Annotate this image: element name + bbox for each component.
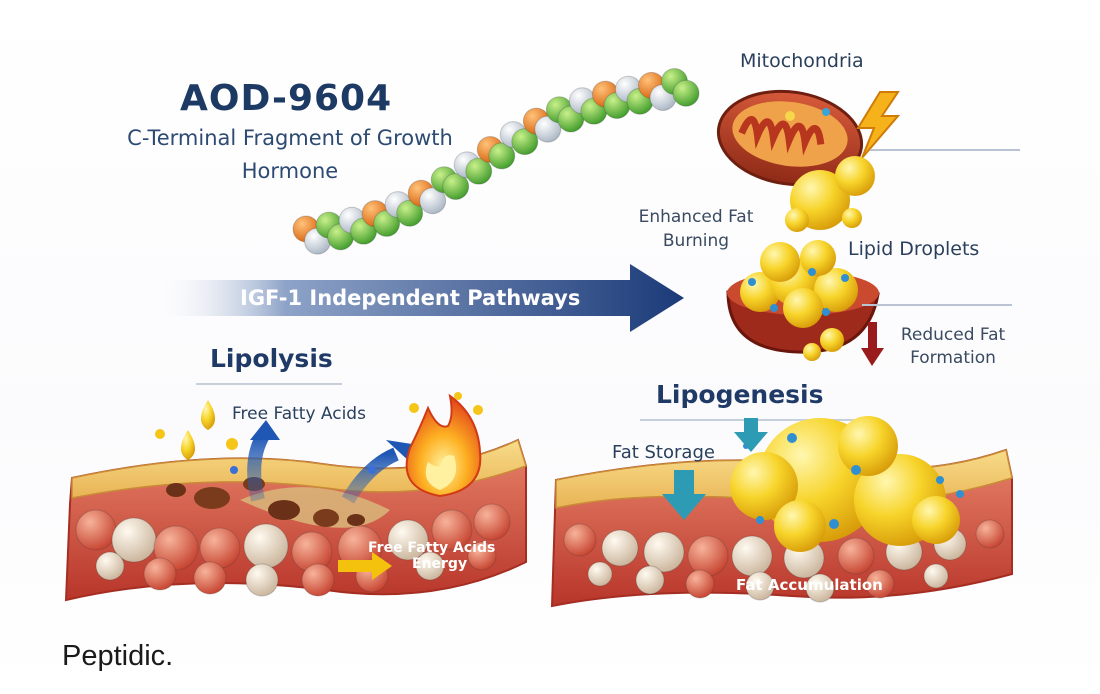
pathway-arrow (152, 264, 684, 332)
pathway-label: IGF-1 Independent Pathways (240, 286, 581, 310)
page-title: AOD-9604 (180, 78, 393, 119)
lipid-droplet-bowl-icon (726, 240, 880, 361)
oil-drop-icon (155, 392, 483, 474)
fat-globules-icon (785, 156, 875, 232)
free-fatty-acids-tissue-label: Free Fatty Acids (368, 540, 496, 556)
storage-arrow-icon (662, 418, 768, 520)
peptide-chain-icon (292, 67, 700, 255)
fat-storage-label: Fat Storage (612, 442, 715, 463)
lipogenesis-heading: Lipogenesis (656, 380, 824, 409)
reduced-fat-formation-label: Reduced Fat Formation (900, 325, 1006, 368)
mitochondria-label: Mitochondria (740, 50, 864, 72)
lipogenesis-tissue (550, 416, 1013, 608)
yellow-arrow-icon (338, 552, 392, 580)
lipid-droplets-label: Lipid Droplets (848, 238, 980, 260)
fat-accumulation-label: Fat Accumulation (736, 576, 883, 594)
lightning-icon (856, 91, 901, 159)
energy-label: Energy (412, 556, 468, 572)
mitochondria-icon (716, 89, 864, 187)
down-arrow-icon (861, 322, 884, 366)
lipolysis-heading: Lipolysis (210, 344, 333, 373)
enhanced-fat-burning-label: Enhanced Fat Burning (638, 207, 754, 251)
free-fatty-acids-label: Free Fatty Acids (232, 404, 366, 424)
flame-icon (405, 393, 482, 498)
brand-logo: Peptidic. (62, 640, 174, 672)
page-subtitle: C-Terminal Fragment of Growth Hormone (127, 126, 453, 183)
